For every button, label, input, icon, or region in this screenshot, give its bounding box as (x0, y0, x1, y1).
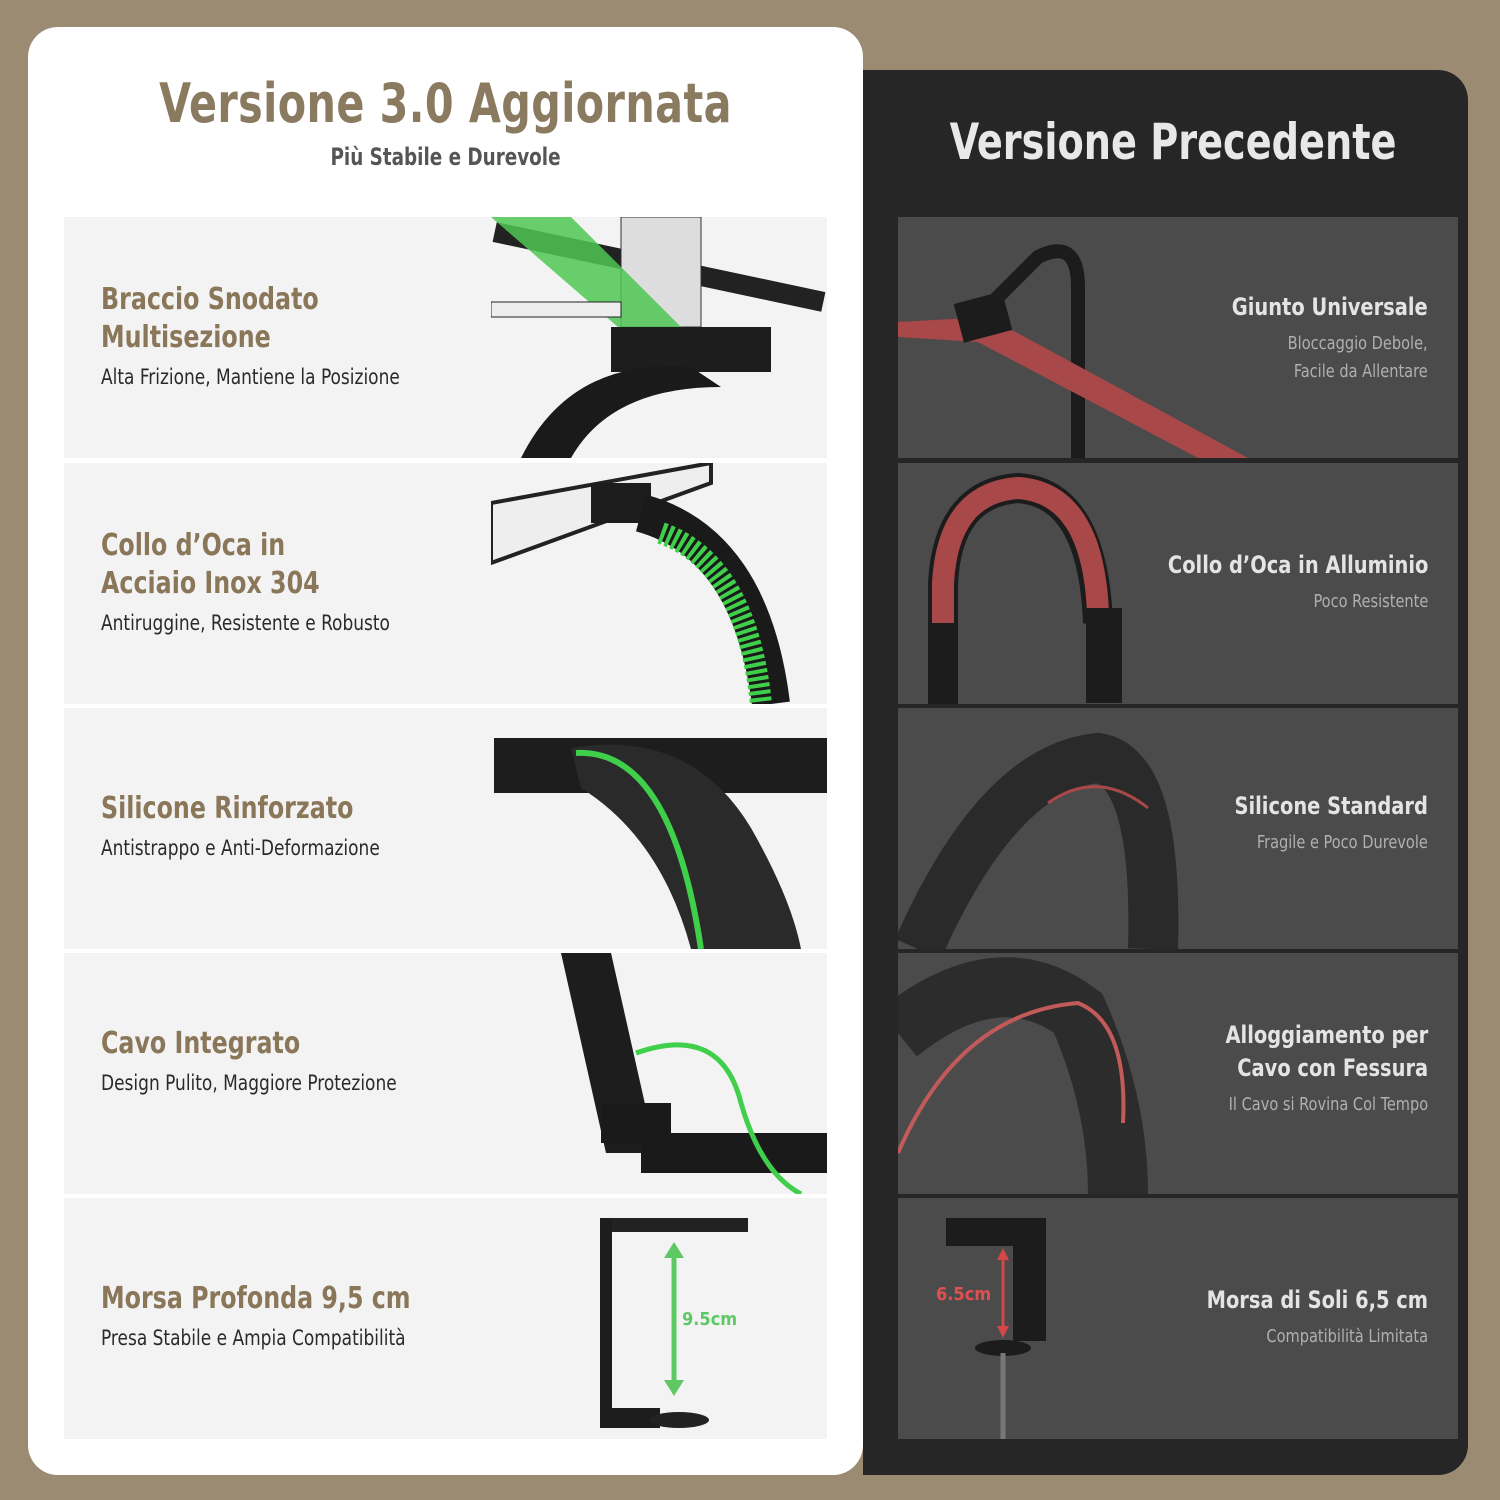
reinforced-silicone-image (494, 738, 827, 949)
feature-description: Fragile e Poco Durevole (1257, 832, 1428, 853)
old-feature-panel-joint: Giunto Universale Bloccaggio Debole, Fac… (898, 217, 1458, 458)
feature-title: Alloggiamento per (1225, 1021, 1428, 1049)
feature-description: Antiruggine, Resistente e Robusto (101, 611, 390, 635)
feature-panel-silicone: Silicone Rinforzato Antistrappo e Anti-D… (64, 708, 827, 949)
new-version-subtitle: Più Stabile e Durevole (330, 143, 561, 171)
feature-description: Antistrappo e Anti-Deformazione (101, 836, 380, 860)
shallow-clamp-image (946, 1218, 1046, 1439)
feature-panel-cable: Cavo Integrato Design Pulito, Maggiore P… (64, 953, 827, 1194)
feature-description: Compatibilità Limitata (1266, 1326, 1428, 1347)
integrated-cable-image (561, 953, 827, 1194)
feature-panel-gooseneck: Collo d’Oca in Acciaio Inox 304 Antirugg… (64, 463, 827, 704)
feature-description: Poco Resistente (1313, 591, 1428, 612)
feature-title-line2: Acciaio Inox 304 (101, 566, 320, 601)
slotted-cable-housing-image (898, 957, 1148, 1194)
feature-title: Collo d’Oca in Alluminio (1167, 551, 1428, 579)
old-feature-panel-cable: Alloggiamento per Cavo con Fessura Il Ca… (898, 953, 1458, 1194)
feature-description: Il Cavo si Rovina Col Tempo (1228, 1094, 1428, 1115)
feature-description: Bloccaggio Debole, (1287, 333, 1428, 354)
clamp-depth-label: 6.5cm (936, 1284, 992, 1305)
gooseneck-image (491, 463, 790, 704)
deep-clamp-image (600, 1218, 748, 1428)
old-feature-panel-silicone: Silicone Standard Fragile e Poco Durevol… (898, 708, 1458, 949)
feature-title: Morsa Profonda 9,5 cm (101, 1281, 411, 1316)
feature-description: Design Pulito, Maggiore Protezione (101, 1071, 397, 1095)
universal-joint-image (898, 244, 1248, 458)
feature-title: Silicone Standard (1234, 792, 1428, 820)
old-feature-panel-clamp: 6.5cm Morsa di Soli 6,5 cm Compatibilità… (898, 1198, 1458, 1439)
new-version-title: Versione 3.0 Aggiornata (159, 72, 732, 135)
feature-title: Collo d’Oca in (101, 528, 286, 563)
feature-title: Morsa di Soli 6,5 cm (1206, 1286, 1428, 1314)
standard-silicone-image (898, 732, 1179, 949)
feature-panel-arm: Braccio Snodato Multisezione Alta Frizio… (64, 217, 827, 458)
feature-title: Giunto Universale (1232, 293, 1428, 321)
feature-description-line2: Facile da Allentare (1294, 361, 1428, 382)
old-feature-panel-gooseneck: Collo d’Oca in Alluminio Poco Resistente (898, 463, 1458, 704)
feature-description: Presa Stabile e Ampia Compatibilità (101, 1326, 406, 1350)
feature-title: Silicone Rinforzato (101, 791, 354, 826)
feature-title: Braccio Snodato (101, 282, 319, 317)
feature-title-line2: Multisezione (101, 320, 271, 355)
articulated-arm-image (491, 217, 826, 458)
feature-title-line2: Cavo con Fessura (1237, 1054, 1428, 1082)
feature-panel-clamp: 9.5cm Morsa Profonda 9,5 cm Presa Stabil… (64, 1198, 827, 1439)
aluminum-gooseneck-image (928, 472, 1122, 704)
feature-title: Cavo Integrato (101, 1026, 301, 1061)
feature-description: Alta Frizione, Mantiene la Posizione (101, 365, 400, 389)
clamp-depth-label: 9.5cm (682, 1309, 738, 1330)
old-version-title: Versione Precedente (949, 113, 1397, 171)
